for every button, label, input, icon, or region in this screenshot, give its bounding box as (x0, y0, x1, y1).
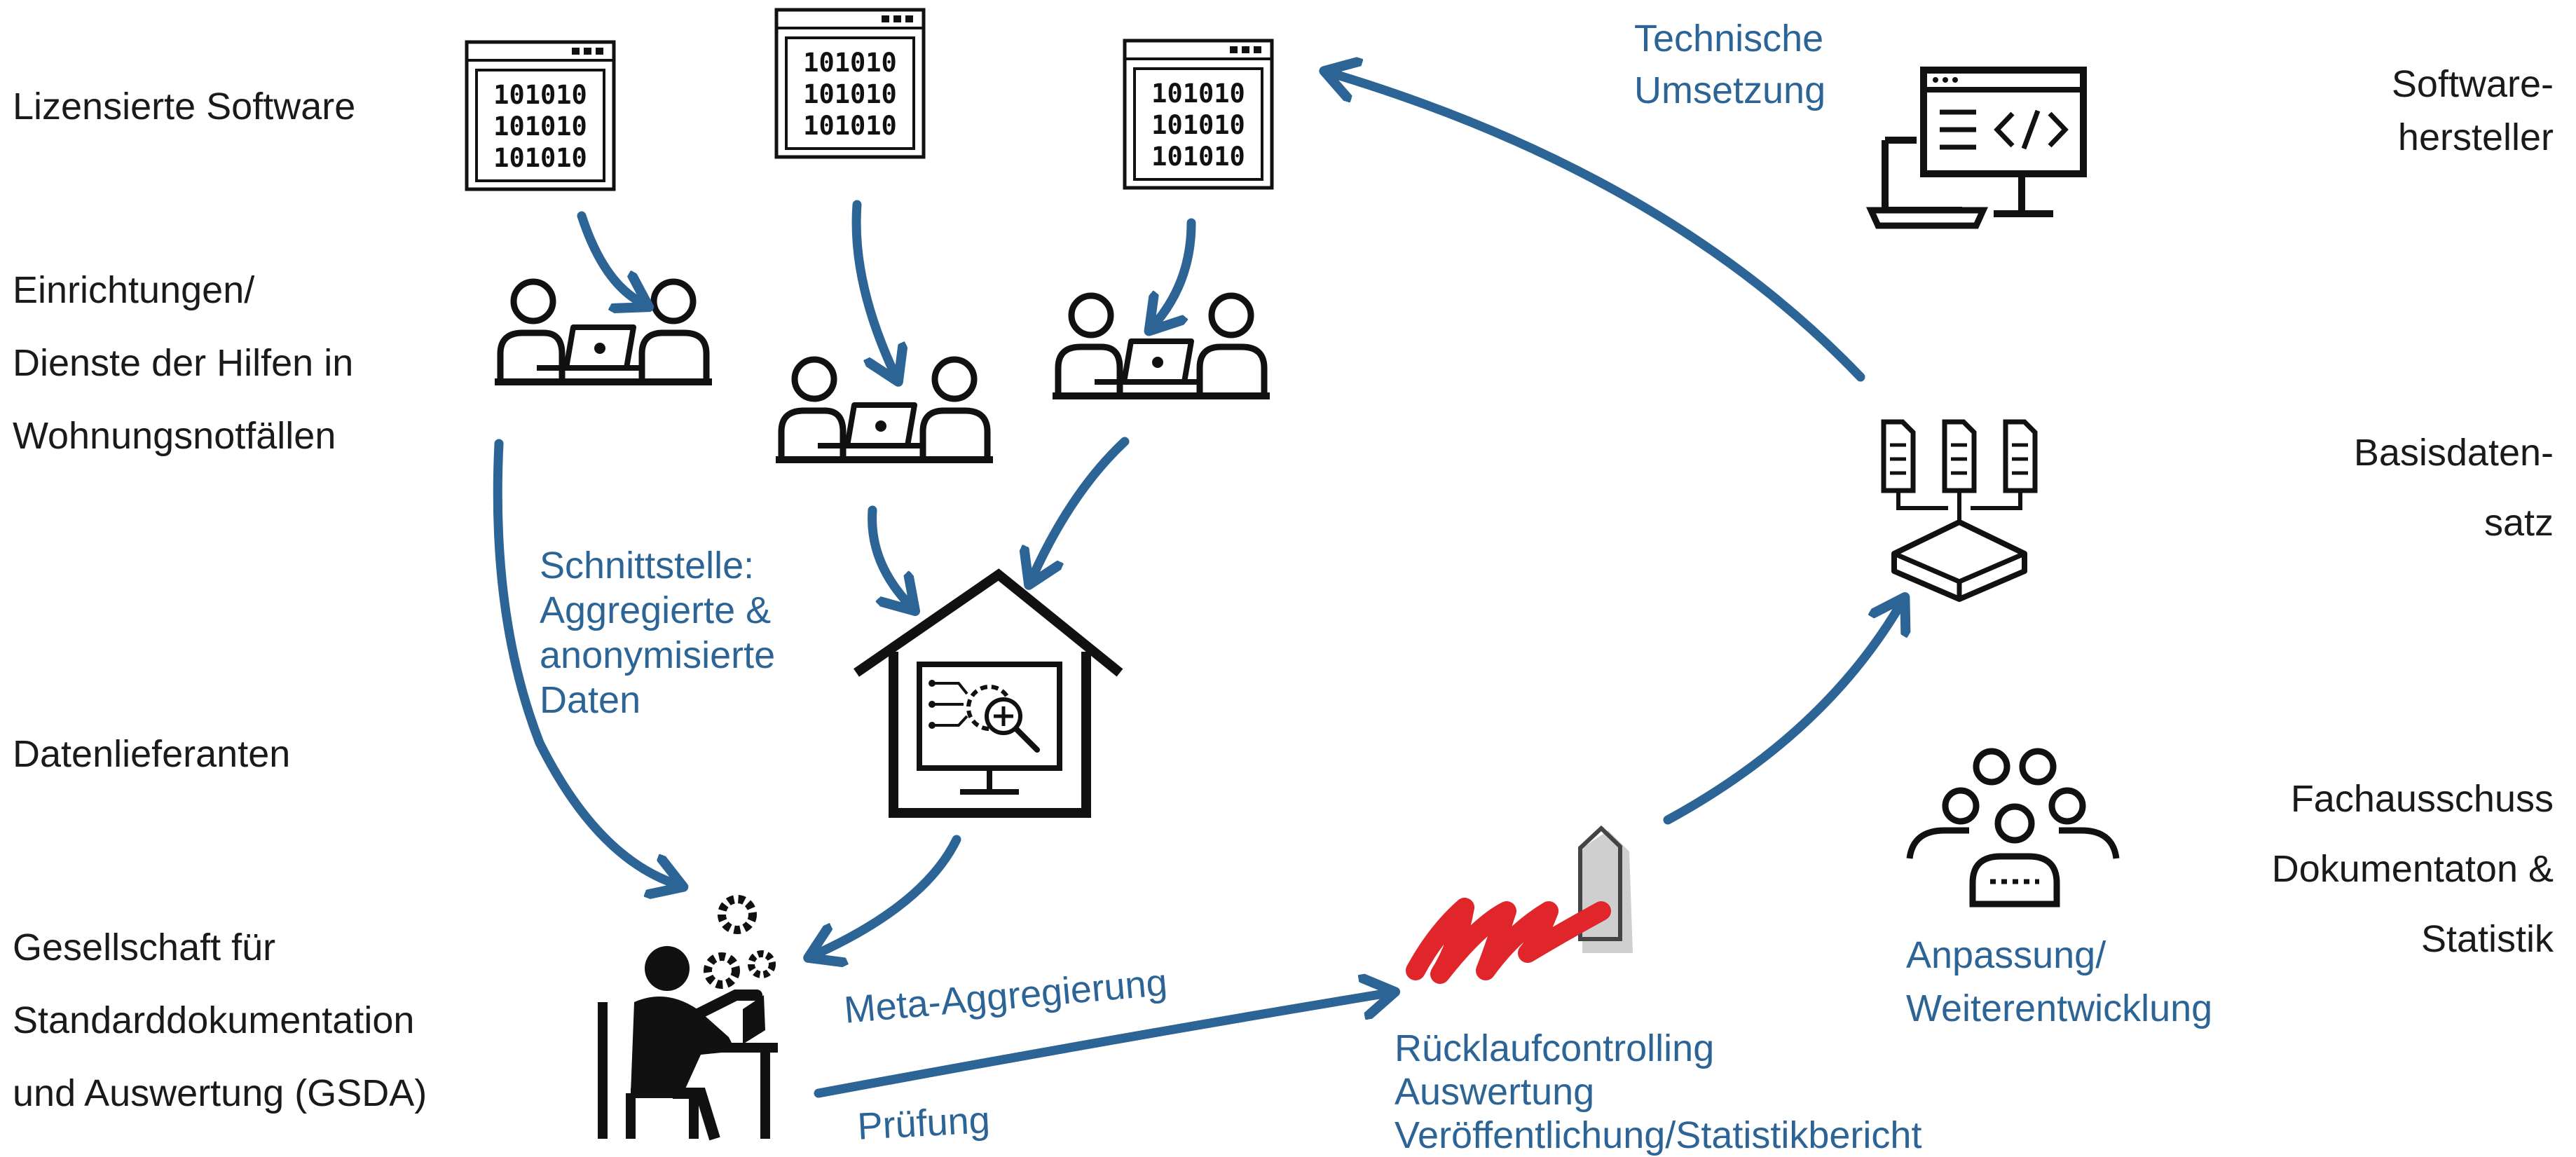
laptop-and-code-monitor-icon (1866, 67, 2087, 229)
documents-into-database-icon (1881, 419, 2038, 602)
signed-document-icon (1406, 825, 1633, 984)
arrow-dataset-to-software (1335, 74, 1865, 382)
row-label-suppliers: Datenlieferanten (13, 733, 291, 775)
binary-code-text: 101010 101010 101010 101010 101010 10101… (493, 48, 1245, 173)
binary-code-line: 101010 (803, 48, 897, 78)
house-with-analytics-monitor-icon (854, 568, 1123, 818)
binary-code-line: 101010 (493, 111, 587, 142)
binary-code-line: 101010 (1151, 142, 1245, 172)
binary-code-line: 101010 (803, 79, 897, 109)
annotation-check: Prüfung (856, 1099, 992, 1148)
arrow-institutions-to-gsda (493, 439, 673, 883)
role-label-dataset: Basisdaten- satz (2353, 432, 2554, 544)
flow-arrows (493, 74, 1899, 1098)
arrow-gsda-to-controlling (814, 994, 1384, 1098)
row-label-software: Lizensierte Software (13, 85, 356, 128)
annotation-adjust: Anpassung/ Weiterentwicklung (1906, 934, 2213, 1029)
people-at-laptop-icon (495, 282, 712, 382)
binary-code-line: 101010 (803, 111, 897, 141)
arrow-software-2-to-team-2 (851, 200, 893, 371)
person-at-desk-with-gears-icon (598, 895, 778, 1141)
group-of-people-icon (1906, 748, 2120, 908)
binary-code-line: 101010 (1151, 78, 1245, 109)
role-label-vendor: Software- hersteller (2391, 63, 2554, 158)
binary-code-line: 101010 (1151, 110, 1245, 140)
arrow-software-1-to-team-1 (577, 211, 639, 301)
annotation-return: Rücklaufcontrolling Auswertung Veröffent… (1395, 1027, 1922, 1156)
binary-code-line: 101010 (493, 80, 587, 110)
role-label-committee: Fachausschuss Dokumentaton & Statistik (2271, 778, 2554, 960)
arrow-controlling-to-dataset (1663, 607, 1899, 825)
binary-code-line: 101010 (493, 143, 587, 173)
arrow-team-3-to-hub (1034, 437, 1130, 575)
arrow-hub-to-gsda (818, 835, 961, 953)
row-label-institutions: Einrichtungen/ Dienste der Hilfen in Woh… (13, 269, 354, 457)
people-at-laptop-icon (776, 360, 993, 460)
row-label-gsda: Gesellschaft für Standarddokumentation u… (13, 926, 427, 1114)
arrow-software-3-to-team-3 (1156, 218, 1196, 322)
annotation-interface: Schnittstelle: Aggregierte & anonymisier… (540, 545, 776, 721)
annotation-technical: Technische Umsetzung (1634, 18, 1826, 111)
arrow-team-2-to-hub (868, 505, 907, 603)
